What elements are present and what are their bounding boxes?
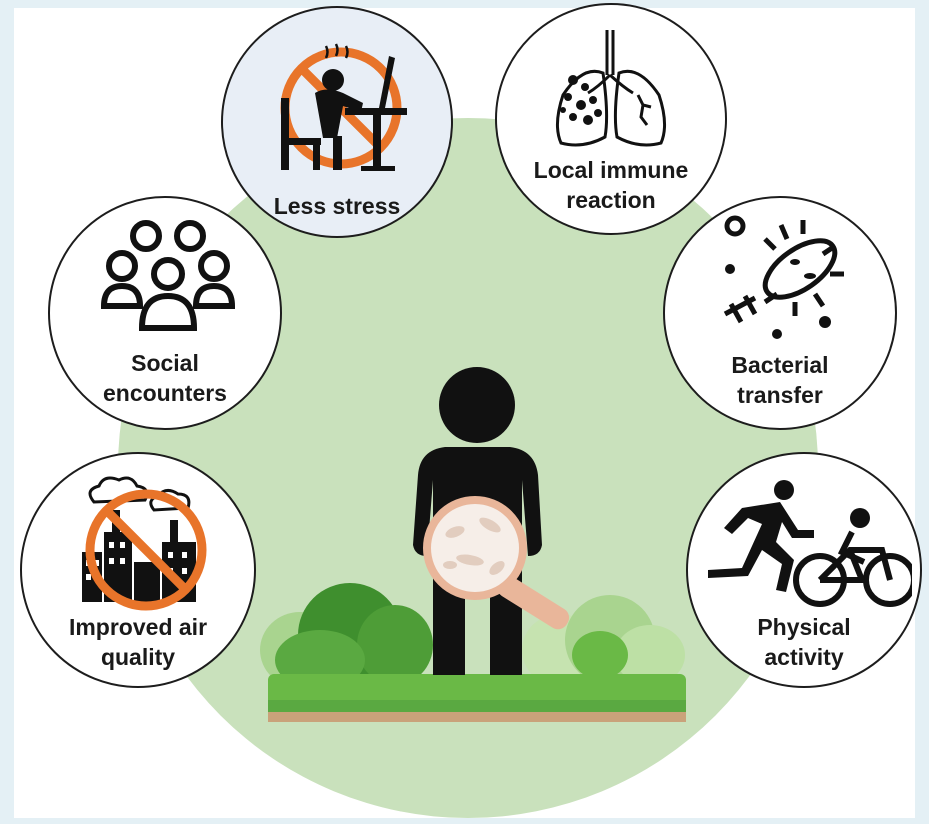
- label-air: Improved air quality: [68, 614, 208, 670]
- benefit-immune: Local immune reaction: [495, 3, 727, 235]
- ground-strip: [268, 674, 686, 722]
- benefit-social: Social encounters: [48, 196, 282, 430]
- lungs-icon: [556, 30, 666, 147]
- magnifying-glass-icon: [423, 496, 570, 630]
- benefit-less-stress: Less stress: [221, 6, 453, 238]
- stressed-person-at-desk-icon: [280, 43, 407, 171]
- benefit-air: Improved air quality: [20, 452, 256, 688]
- running-and-cycling-icon: [708, 480, 912, 607]
- benefit-bacterial: Bacterial transfer: [663, 196, 897, 430]
- no-factory-pollution-icon: [82, 476, 207, 611]
- label-bacterial: Bacterial transfer: [731, 352, 829, 408]
- bacteria-icon: [723, 215, 844, 339]
- label-social: Social encounters: [103, 350, 227, 406]
- label-physical: Physical activity: [757, 614, 851, 670]
- group-of-people-icon: [100, 220, 236, 331]
- label-less-stress: Less stress: [273, 193, 401, 219]
- label-immune: Local immune reaction: [533, 157, 689, 213]
- benefit-physical: Physical activity: [686, 452, 922, 688]
